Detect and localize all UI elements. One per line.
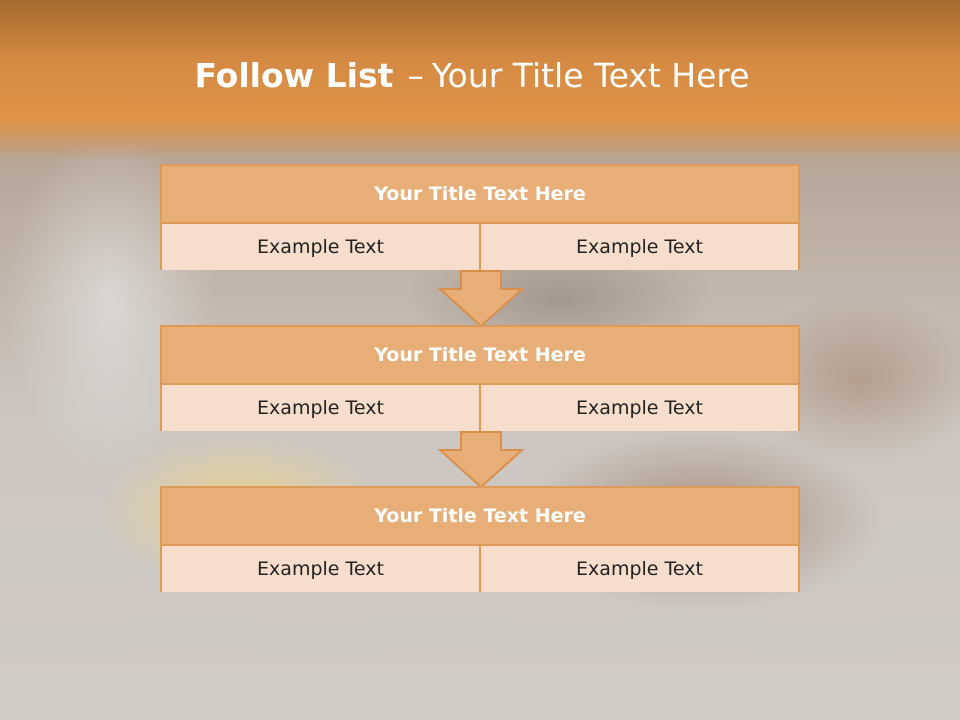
block-row: Example Text Example Text: [162, 546, 798, 592]
down-arrow-icon: [438, 270, 524, 328]
example-text-cell: Example Text: [162, 224, 479, 270]
slide-title-rest: Your Title Text Here: [431, 56, 750, 95]
example-text-cell: Example Text: [162, 385, 479, 431]
example-text-cell: Example Text: [479, 224, 798, 270]
list-block-1: Your Title Text Here Example Text Exampl…: [160, 164, 800, 270]
block-title: Your Title Text Here: [162, 166, 798, 224]
block-title: Your Title Text Here: [162, 488, 798, 546]
example-text-cell: Example Text: [479, 385, 798, 431]
block-title: Your Title Text Here: [162, 327, 798, 385]
down-arrow-icon: [438, 431, 524, 489]
example-text-cell: Example Text: [162, 546, 479, 592]
example-text-cell: Example Text: [479, 546, 798, 592]
block-row: Example Text Example Text: [162, 224, 798, 270]
block-row: Example Text Example Text: [162, 385, 798, 431]
list-block-2: Your Title Text Here Example Text Exampl…: [160, 325, 800, 431]
slide-title-separator: –: [407, 56, 424, 95]
title-banner: [0, 0, 960, 160]
slide-title-bold: Follow List: [194, 56, 394, 95]
slide-title: Follow List–Your Title Text Here: [0, 56, 944, 95]
list-block-3: Your Title Text Here Example Text Exampl…: [160, 486, 800, 592]
